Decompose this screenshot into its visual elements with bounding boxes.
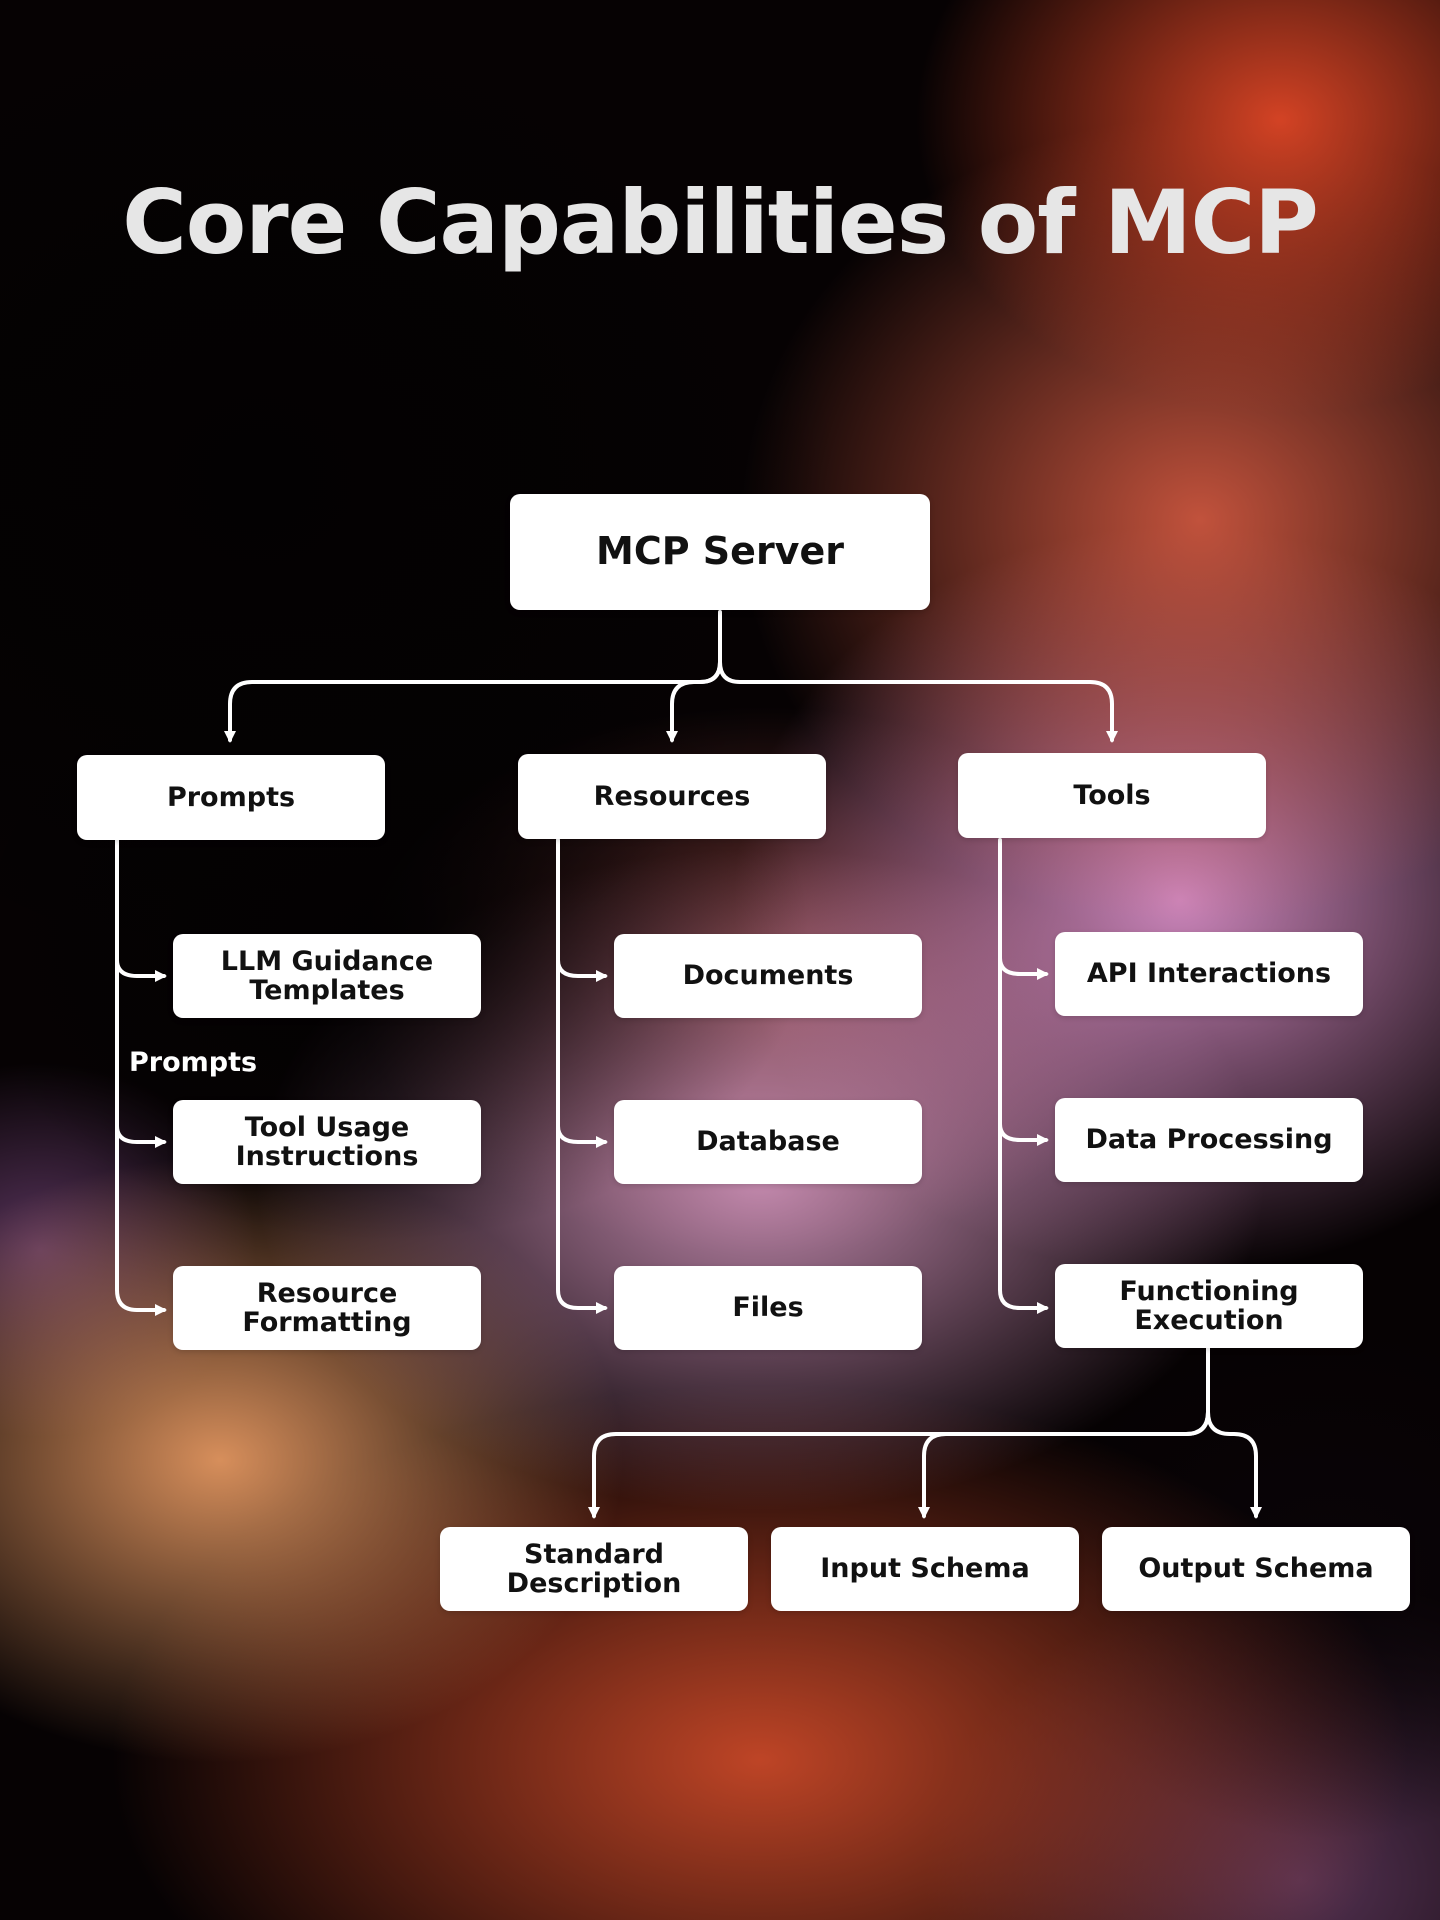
resources-to-database-connector	[556, 1124, 608, 1148]
root-trunk-connector	[224, 610, 722, 743]
node-api-interactions: API Interactions	[1055, 932, 1363, 1016]
node-standard-description: Standard Description	[440, 1527, 748, 1611]
node-files: Files	[614, 1266, 922, 1350]
tools-spine-connector	[998, 838, 1049, 1314]
prompts-spine-connector	[115, 838, 167, 1316]
node-resources: Resources	[518, 754, 826, 839]
resources-to-documents-connector	[556, 958, 608, 982]
node-output-schema: Output Schema	[1102, 1527, 1410, 1611]
node-tool-usage-instructions: Tool Usage Instructions	[173, 1100, 481, 1184]
page-title: Core Capabilities of MCP	[122, 171, 1319, 274]
node-documents: Documents	[614, 934, 922, 1018]
node-tools: Tools	[958, 753, 1266, 838]
prompts-to-llm-guidance-connector	[115, 958, 167, 982]
execution-to-output-schema-connector	[1206, 1410, 1262, 1519]
node-input-schema: Input Schema	[771, 1527, 1079, 1611]
node-functioning-execution: Functioning Execution	[1055, 1264, 1363, 1348]
node-llm-guidance-templates: LLM Guidance Templates	[173, 934, 481, 1018]
root-to-tools-connector	[718, 660, 1118, 743]
prompts-to-tool-usage-connector	[115, 1124, 167, 1148]
resources-spine-connector	[556, 838, 608, 1314]
node-database: Database	[614, 1100, 922, 1184]
execution-to-input-schema-connector	[918, 1410, 1210, 1519]
node-data-processing: Data Processing	[1055, 1098, 1363, 1182]
tools-to-data-processing-connector	[998, 1122, 1049, 1146]
root-to-resources-connector	[666, 660, 722, 743]
prompts-side-label: Prompts	[129, 1047, 258, 1078]
node-prompts: Prompts	[77, 755, 385, 840]
node-resource-formatting: Resource Formatting	[173, 1266, 481, 1350]
tools-to-api-interactions-connector	[998, 956, 1049, 980]
node-mcp-server: MCP Server	[510, 494, 930, 610]
